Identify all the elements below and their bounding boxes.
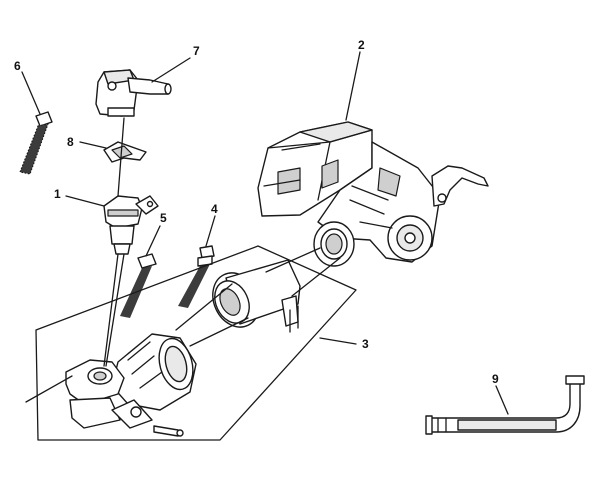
part-3-assembly-box xyxy=(35,245,357,441)
bolt-part-4 xyxy=(178,245,215,308)
callout-9: 9 xyxy=(492,372,499,386)
injector-cap-assembly xyxy=(95,69,172,117)
fuel-tube-part-9 xyxy=(425,375,585,435)
callout-1: 1 xyxy=(54,187,61,201)
intake-boot xyxy=(65,333,197,437)
injector-clip xyxy=(103,141,147,163)
clamp-ring xyxy=(212,259,301,333)
callout-7: 7 xyxy=(193,44,200,58)
fuel-injector xyxy=(103,195,159,255)
callout-2: 2 xyxy=(358,38,365,52)
leader-lines xyxy=(21,51,509,415)
callout-3: 3 xyxy=(362,337,369,351)
callout-5: 5 xyxy=(160,211,167,225)
callout-4: 4 xyxy=(211,202,218,216)
bolt-part-6 xyxy=(19,111,53,175)
throttle-body-assembly xyxy=(257,121,489,267)
callout-8: 8 xyxy=(67,135,74,149)
callout-6: 6 xyxy=(14,59,21,73)
